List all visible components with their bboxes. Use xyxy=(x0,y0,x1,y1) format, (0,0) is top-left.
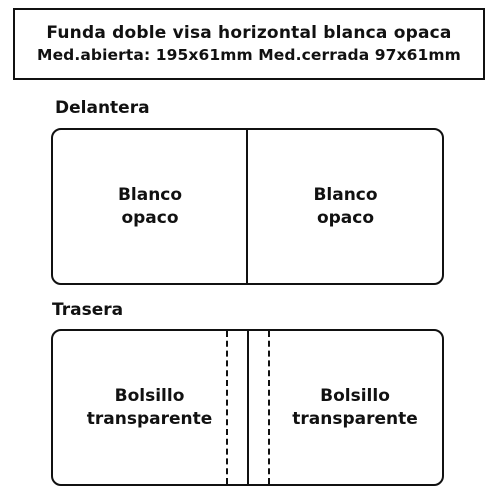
front-right-half: Blanco opaco xyxy=(249,130,442,283)
back-panel: Bolsillo transparente Bolsillo transpare… xyxy=(51,329,444,486)
product-title: Funda doble visa horizontal blanca opaca xyxy=(46,23,452,43)
back-fold-line xyxy=(247,331,249,484)
back-left-pocket: Bolsillo transparente xyxy=(53,331,246,484)
back-left-pocket-edge xyxy=(226,331,228,484)
front-section-label: Delantera xyxy=(55,98,150,118)
front-left-text-line2: opaco xyxy=(121,207,179,228)
back-right-text-line1: Bolsillo xyxy=(320,385,390,406)
front-right-text-line2: opaco xyxy=(316,207,375,228)
front-left-text-line1: Blanco xyxy=(117,184,183,205)
product-dimensions: Med.abierta: 195x61mm Med.cerrada 97x61m… xyxy=(37,46,461,64)
front-fold-line xyxy=(246,130,248,283)
back-left-text-line2: transparente xyxy=(86,408,213,429)
front-panel: Blanco opaco Blanco opaco xyxy=(51,128,444,285)
back-right-text-line2: transparente xyxy=(292,408,418,429)
title-box: Funda doble visa horizontal blanca opaca… xyxy=(13,8,485,80)
back-right-pocket: Bolsillo transparente xyxy=(268,331,442,484)
back-left-text-line1: Bolsillo xyxy=(114,385,185,406)
front-left-half: Blanco opaco xyxy=(53,130,247,283)
back-right-pocket-edge xyxy=(268,331,270,484)
front-right-text-line1: Blanco xyxy=(313,184,378,205)
back-section-label: Trasera xyxy=(52,300,124,320)
